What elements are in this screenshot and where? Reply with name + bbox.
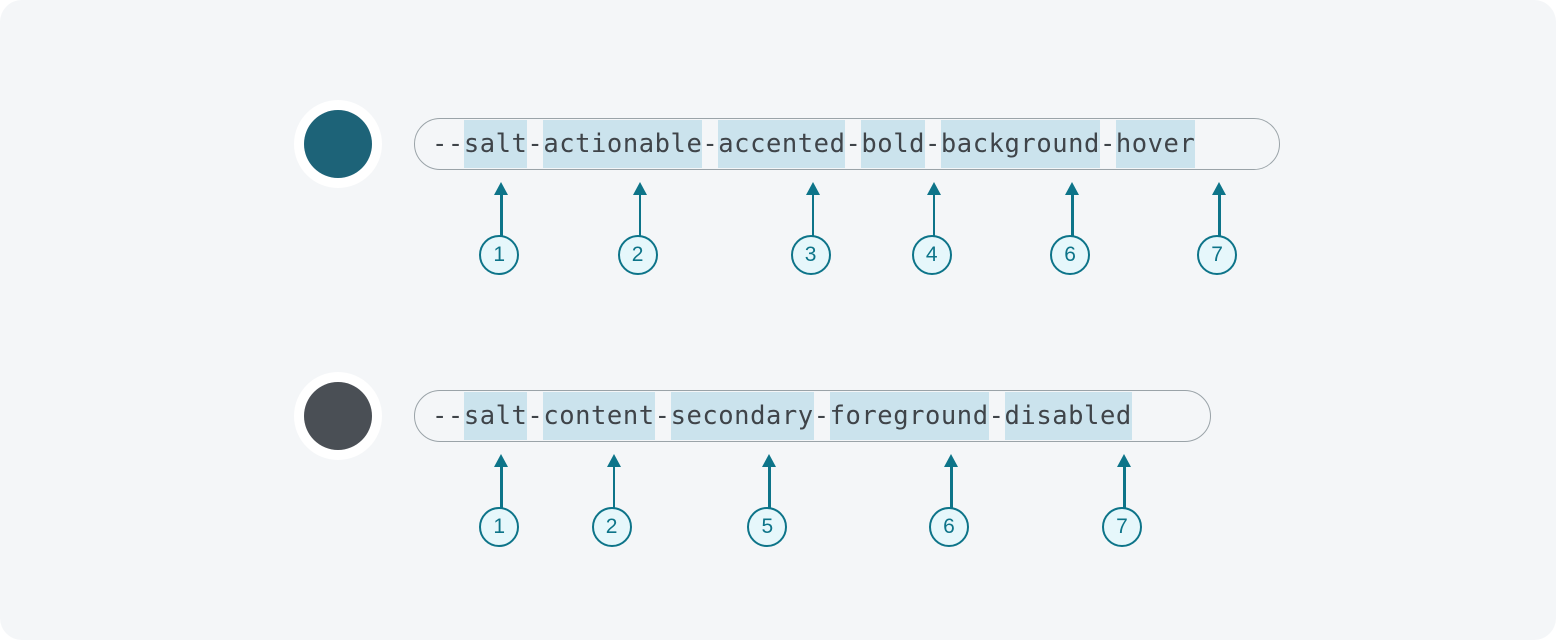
token-separator: - <box>527 401 544 431</box>
callout-leader-line <box>500 194 503 244</box>
token-separator: -- <box>432 401 464 431</box>
token-pill <box>414 390 1212 442</box>
token-segment: actionable <box>543 120 703 168</box>
callout-leader-line <box>811 194 815 244</box>
arrow-up-icon <box>1117 454 1131 467</box>
color-swatch <box>294 100 382 188</box>
token-separator: - <box>702 129 719 159</box>
token-segment: accented <box>718 120 846 168</box>
callout-number-badge[interactable]: 4 <box>911 235 952 275</box>
color-swatch <box>294 372 382 460</box>
callout-number-badge[interactable]: 3 <box>790 235 831 275</box>
token-separator: - <box>527 129 544 159</box>
callout-number-badge[interactable]: 1 <box>479 507 520 547</box>
token-segment: bold <box>861 120 925 168</box>
callout-leader-line <box>932 194 936 244</box>
callout-leader-line <box>500 466 503 516</box>
token-segment: foreground <box>829 392 989 440</box>
arrow-up-icon <box>1065 182 1080 195</box>
token-string: --salt-actionable-accented-bold-backgrou… <box>432 118 1196 170</box>
color-swatch-accented-bold <box>304 110 372 178</box>
callout-number-badge[interactable]: 7 <box>1197 235 1238 275</box>
token-pill <box>414 118 1281 170</box>
callout-number-badge[interactable]: 6 <box>929 507 969 547</box>
token-row: --salt-actionable-accented-bold-backgrou… <box>0 0 1556 275</box>
callout-leader-line <box>1123 466 1126 516</box>
token-segment: salt <box>463 120 528 168</box>
token-separator: -- <box>432 129 464 159</box>
arrow-up-icon <box>494 454 509 467</box>
token-separator: - <box>1099 129 1116 159</box>
token-separator: - <box>988 401 1005 431</box>
token-string: --salt-content-secondary-foreground-disa… <box>432 390 1132 442</box>
callout-number-badge[interactable]: 2 <box>617 235 658 275</box>
token-separator: - <box>654 401 671 431</box>
callout-number-badge[interactable]: 2 <box>591 507 632 547</box>
arrow-up-icon <box>494 182 509 195</box>
token-segment: salt <box>463 392 528 440</box>
arrow-up-icon <box>606 454 621 467</box>
token-separator: - <box>813 401 830 431</box>
token-segment: hover <box>1115 120 1196 168</box>
arrow-up-icon <box>926 182 941 195</box>
callout-leader-line <box>950 466 953 516</box>
arrow-up-icon <box>805 182 820 195</box>
callout-leader-line <box>638 194 642 244</box>
callout-number-badge[interactable]: 6 <box>1050 235 1091 275</box>
color-swatch-secondary-disabled <box>304 382 372 450</box>
token-segment: disabled <box>1004 392 1132 440</box>
callout-number-badge[interactable]: 7 <box>1102 507 1142 547</box>
token-separator: - <box>925 129 941 159</box>
callout-leader-line <box>1071 194 1074 244</box>
arrow-up-icon <box>632 182 647 195</box>
callout-number-badge[interactable]: 1 <box>479 235 520 275</box>
arrow-up-icon <box>762 454 777 467</box>
callout-leader-line <box>768 466 771 516</box>
token-segment: background <box>940 120 1100 168</box>
callout-leader-line <box>612 466 616 516</box>
token-separator: - <box>845 129 862 159</box>
arrow-up-icon <box>944 454 958 467</box>
callout-number-badge[interactable]: 5 <box>747 507 788 547</box>
arrow-up-icon <box>1212 182 1227 195</box>
callout-leader-line <box>1218 194 1221 244</box>
token-segment: secondary <box>670 392 814 440</box>
token-row: --salt-content-secondary-foreground-disa… <box>0 272 1556 547</box>
token-segment: content <box>543 392 655 440</box>
